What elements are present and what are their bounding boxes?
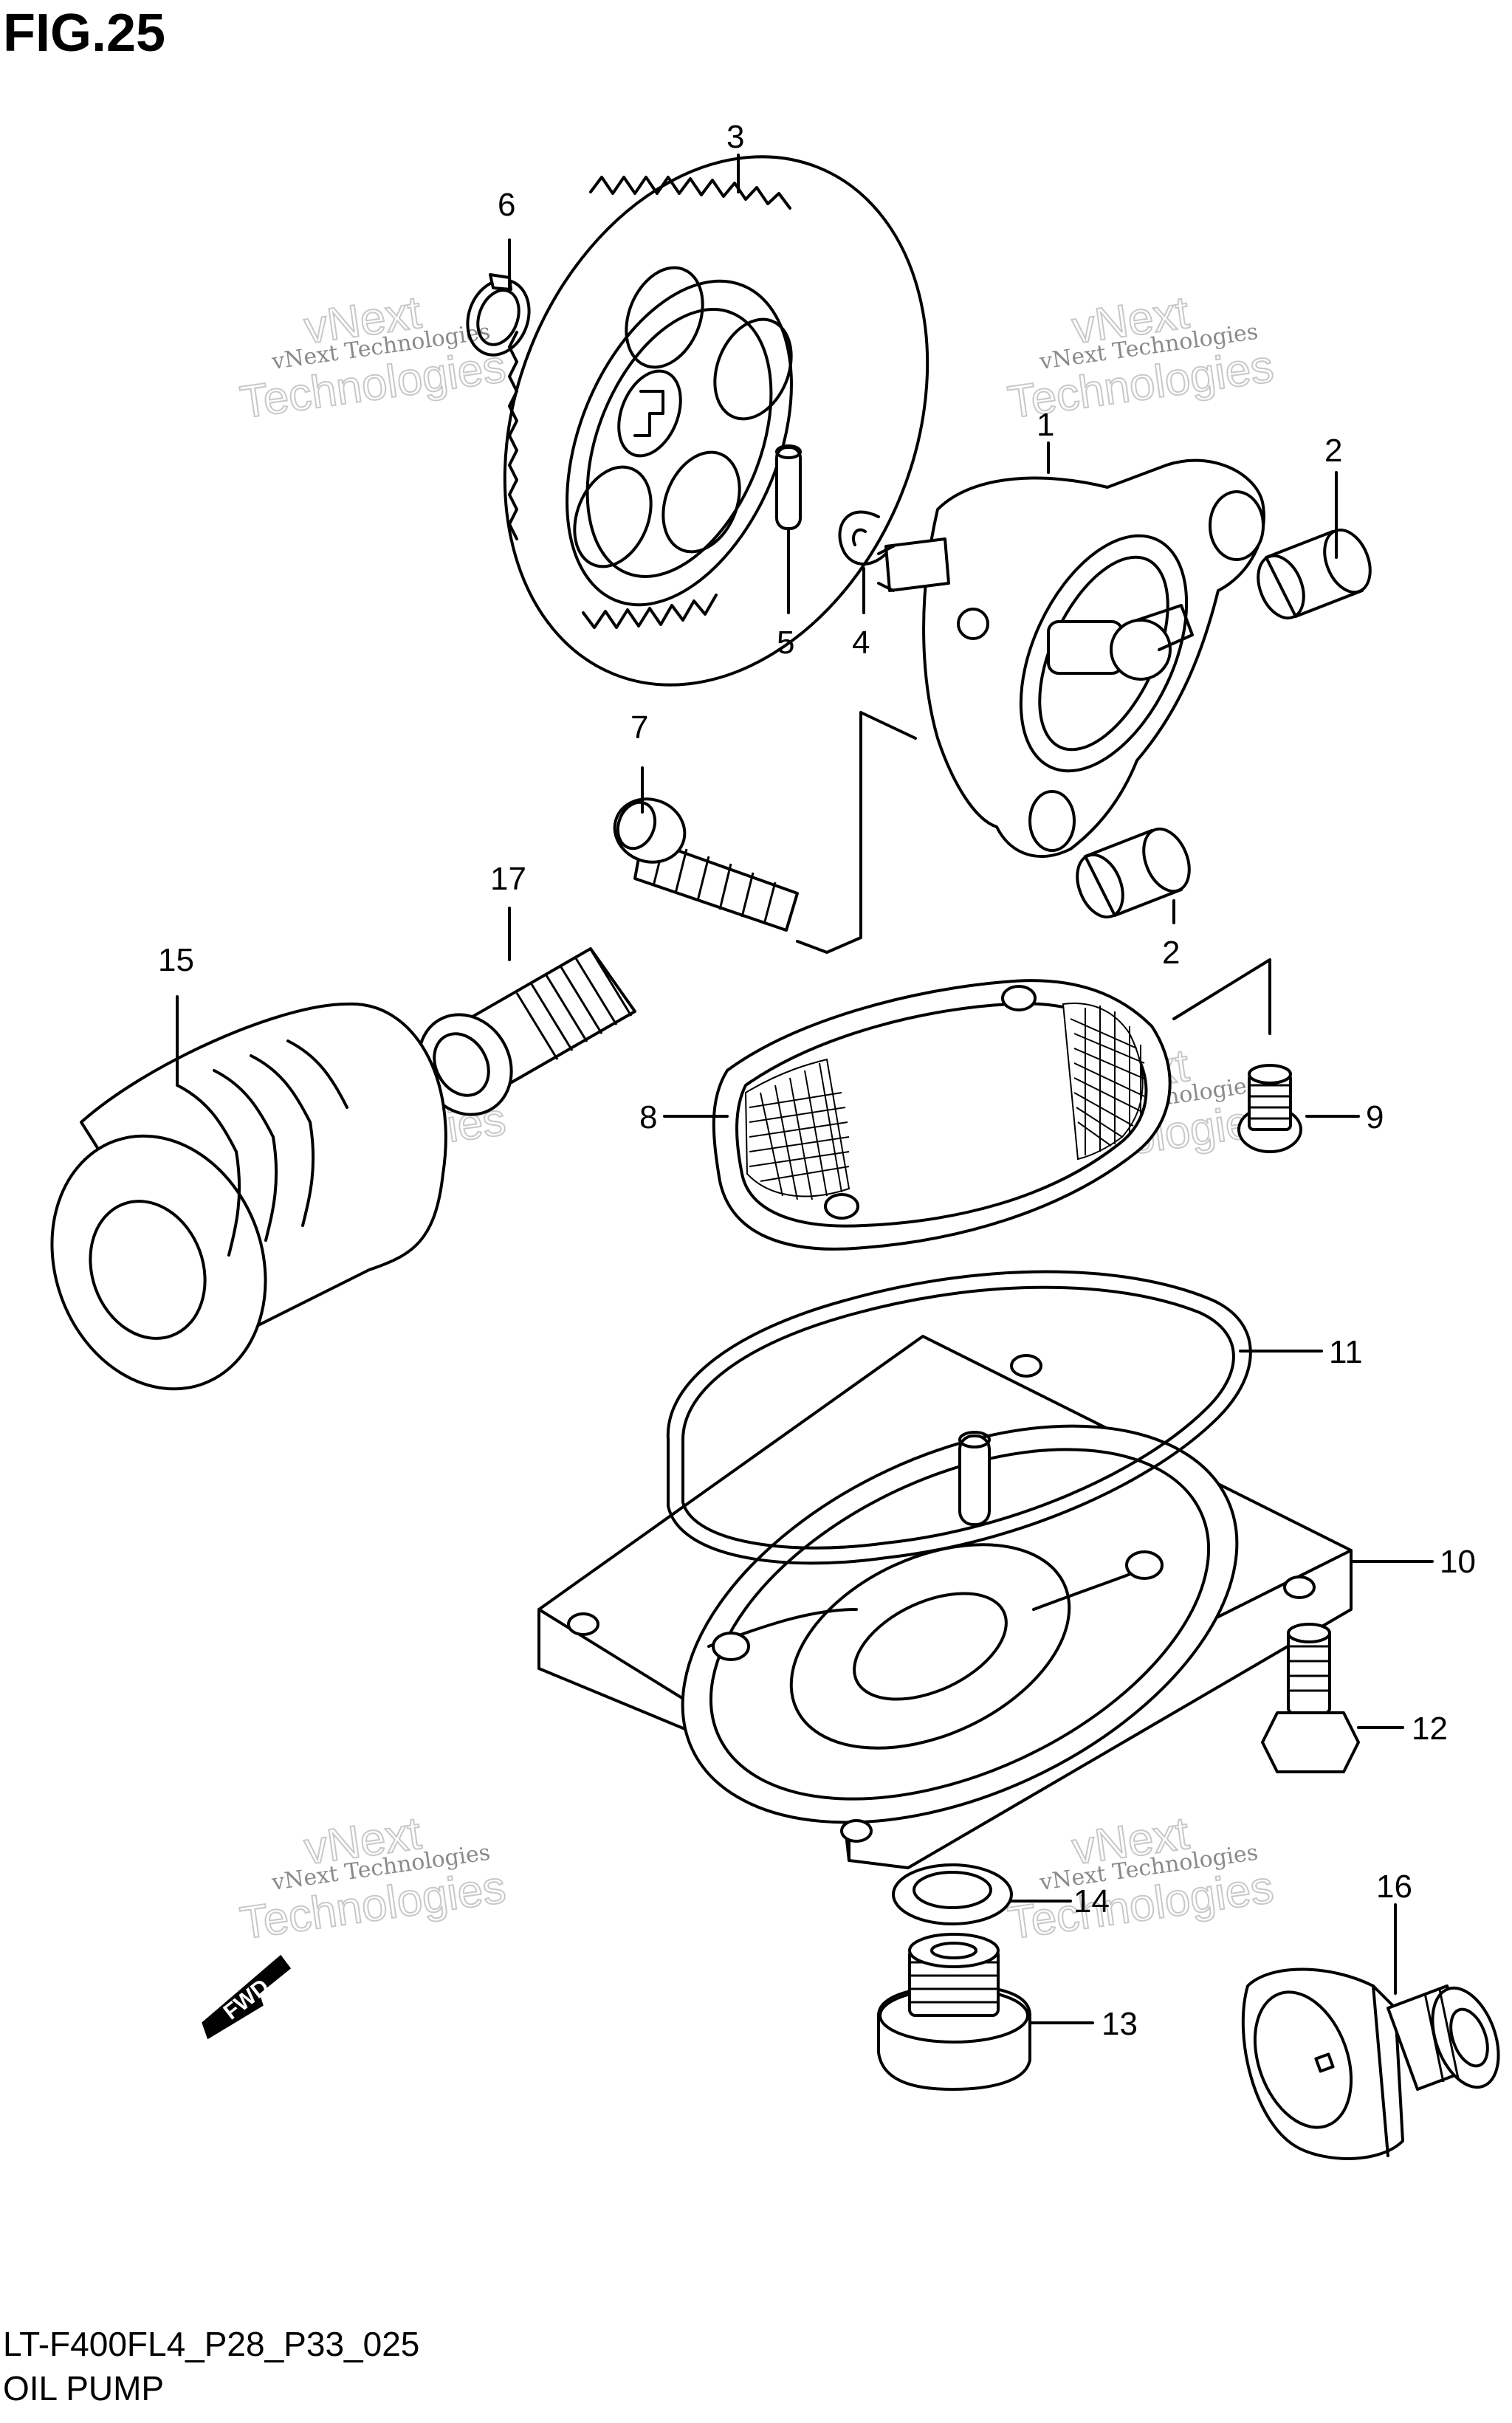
callout-2-lower: 2: [1162, 935, 1180, 971]
part-10-oil-sump-cover: [537, 1335, 1353, 1869]
callout-5: 5: [777, 625, 794, 661]
callout-9: 9: [1366, 1099, 1384, 1135]
part-3-oil-pump-driven-gear: [503, 155, 929, 687]
part-5-pin: [775, 444, 802, 530]
callout-17: 17: [490, 861, 526, 897]
part-14-gasket: [892, 1863, 1013, 1925]
callout-8: 8: [639, 1099, 657, 1135]
callout-12: 12: [1412, 1711, 1448, 1747]
part-11-o-ring: [666, 1270, 1252, 1565]
part-15-oil-filter: [50, 1002, 447, 1391]
part-6-circlip: [466, 273, 531, 357]
part-4-circlip: [838, 510, 887, 566]
callout-1: 1: [1037, 407, 1054, 443]
part-12-bolt: [1261, 1623, 1360, 1773]
callout-15: 15: [158, 942, 194, 978]
figure-title: FIG.25: [3, 4, 166, 63]
part-16-oil-pressure-switch: [1241, 1967, 1500, 2160]
callout-3: 3: [726, 119, 744, 155]
part-7-bolt: [613, 797, 799, 932]
fwd-arrow-icon: FWD: [202, 1954, 292, 2040]
part-1-oil-pump-assembly: [877, 458, 1265, 858]
part-17-filter-union: [417, 947, 636, 1116]
part-2-dowel-pin-upper: [1257, 528, 1372, 620]
callout-labels: 1 2 2 3 4 5 6 7 8 9 10 11 12 13 14 15 16…: [158, 119, 1476, 2042]
callout-11: 11: [1329, 1334, 1363, 1370]
callout-13: 13: [1102, 2006, 1138, 2042]
callout-6: 6: [498, 187, 515, 223]
callout-7: 7: [630, 709, 648, 746]
part-9-bolt: [1237, 1064, 1302, 1153]
figure-name: OIL PUMP: [3, 2369, 165, 2407]
callout-4: 4: [852, 625, 870, 661]
figure-code: LT-F400FL4_P28_P33_025: [3, 2325, 420, 2363]
part-2-dowel-pin-lower: [1076, 827, 1191, 919]
callout-16: 16: [1376, 1869, 1412, 1905]
part-8-oil-strainer: [712, 979, 1172, 1251]
callout-10: 10: [1440, 1544, 1476, 1580]
part-13-drain-plug: [877, 1933, 1031, 2091]
callout-14: 14: [1073, 1883, 1110, 1920]
leader-lines: [176, 154, 1434, 2024]
callout-2-upper: 2: [1324, 433, 1342, 469]
